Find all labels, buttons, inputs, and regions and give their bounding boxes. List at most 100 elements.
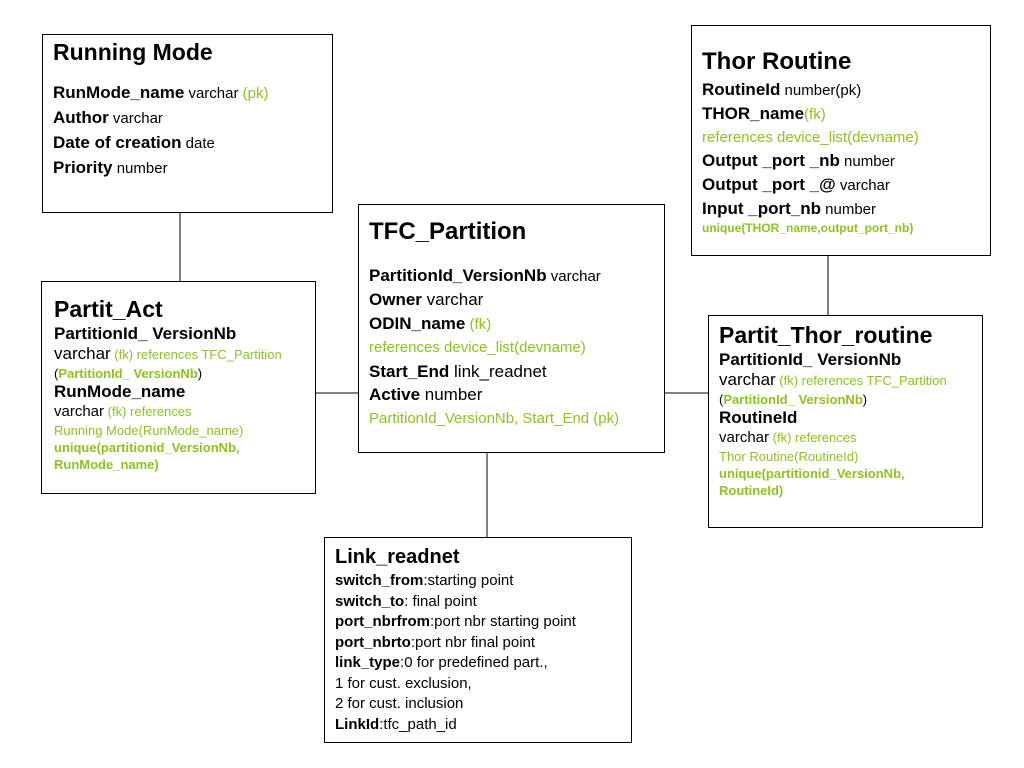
primary-key-note: PartitionId_VersionNb, Start_End (pk) (369, 409, 620, 427)
fk-tag: (fk) (804, 105, 826, 123)
entity-thor-routine: Thor Routine RoutineId number(pk) THOR_n… (691, 25, 991, 256)
field-link-type-cont: 1 for cust. exclusion, (335, 674, 472, 692)
field-routineid: RoutineId (719, 408, 798, 428)
fk-reference: (fk) references TFC_Partition (110, 347, 282, 363)
field-partitionid-versionnb: PartitionId_VersionNb varchar (369, 264, 654, 289)
field-routineid: RoutineId number(pk) (702, 78, 980, 102)
references-note: references device_list(devname) (702, 128, 919, 146)
field-runmode-name: RunMode_name varchar (pk) (53, 81, 322, 106)
field-type: varchar (54, 403, 105, 421)
pk-tag: (pk) (238, 85, 269, 103)
references-note: references device_list(devname) (369, 339, 586, 357)
field-active: Active number (369, 383, 654, 407)
fk-reference-target: Thor Routine(RoutineId) (719, 449, 859, 465)
field-name: port_nbrfrom (335, 613, 430, 630)
fk-reference: (fk) references TFC_Partition (775, 373, 947, 389)
field-type: varchar (54, 344, 111, 364)
entity-title: Partit_Thor_routine (719, 322, 933, 348)
field-type-line: varchar (fk) references TFC_Partition (54, 344, 305, 365)
field-name: port_nbrto (335, 633, 411, 651)
field-type: varchar (835, 176, 890, 194)
field-type-line: varchar (fk) references (54, 402, 305, 422)
field-date-of-creation: Date of creation date (53, 131, 322, 156)
entity-tfc-partition: TFC_Partition PartitionId_VersionNb varc… (358, 204, 665, 453)
fk-reference-target: Running Mode(RunMode_name) (54, 423, 244, 439)
field-desc: :port nbr final point (410, 633, 536, 651)
field-input-port-nb: Input _port_nb number (702, 197, 980, 221)
unique-constraint: RoutineId) (719, 483, 784, 499)
field-port-nbrfrom: port_nbrfrom:port nbr starting point (335, 612, 621, 633)
entity-title: Thor Routine (702, 48, 852, 75)
field-switch-to: switch_to: final point (335, 592, 621, 613)
field-type: number (420, 385, 483, 405)
entity-title: Partit_Act (54, 296, 163, 322)
fk-reference-target: (PartitionId_ VersionNb) (719, 392, 868, 408)
field-name: PartitionId_VersionNb (369, 265, 547, 285)
entity-title: TFC_Partition (369, 218, 527, 245)
unique-constraint: RunMode_name) (54, 457, 159, 473)
field-name: Output _port _nb (702, 150, 840, 170)
field-type: varchar (421, 290, 484, 310)
entity-partit-thor-routine: Partit_Thor_routine PartitionId_ Version… (708, 315, 983, 528)
field-name: THOR_name (702, 103, 805, 123)
field-type: date (181, 135, 215, 153)
field-type-line: varchar (fk) references (719, 428, 972, 448)
field-name: LinkId (335, 715, 380, 733)
field-partitionid-versionnb: PartitionId_ VersionNb (719, 350, 902, 370)
field-type: varchar (108, 110, 163, 128)
field-name: link_type (335, 654, 401, 671)
field-type: number (820, 200, 877, 218)
field-desc: :0 for predefined part., (400, 654, 548, 671)
field-name: Author (53, 108, 109, 128)
fk-reference: (fk) references (104, 404, 192, 420)
field-type: link_readnet (449, 361, 547, 381)
field-partitionid-versionnb: PartitionId_ VersionNb (54, 324, 237, 344)
entity-partit-act: Partit_Act PartitionId_ VersionNb varcha… (41, 281, 316, 494)
field-desc: :port nbr starting point (430, 613, 576, 630)
field-output-port-nb: Output _port _nb number (702, 149, 980, 173)
field-linkid: LinkId:tfc_path_id (335, 715, 621, 736)
field-name: Start_End (369, 361, 450, 381)
entity-running-mode: Running Mode RunMode_name varchar (pk) A… (42, 34, 333, 213)
field-switch-from: switch_from:starting point (335, 571, 621, 592)
field-name: Output _port _@ (702, 174, 836, 194)
field-desc: : final point (404, 592, 477, 610)
field-name: RunMode_name (53, 83, 185, 103)
field-runmode-name: RunMode_name (54, 382, 186, 402)
field-priority: Priority number (53, 156, 322, 181)
fk-reference-target: (PartitionId_ VersionNb) (54, 366, 203, 382)
field-type: number (839, 152, 895, 170)
fk-tag: (fk) (465, 315, 492, 333)
field-name: RoutineId (702, 79, 781, 99)
field-name: Date of creation (53, 133, 182, 153)
field-desc: :starting point (423, 572, 514, 589)
field-link-type: link_type:0 for predefined part., (335, 653, 621, 674)
field-author: Author varchar (53, 106, 322, 131)
entity-title: Running Mode (53, 39, 213, 65)
entity-title: Link_readnet (335, 546, 460, 568)
field-type: number (112, 160, 168, 178)
field-start-end: Start_End link_readnet (369, 360, 654, 384)
field-name: switch_to (335, 592, 405, 610)
field-type-line: varchar (fk) references TFC_Partition (719, 370, 972, 391)
field-name: Owner (369, 290, 422, 310)
field-name: Active (369, 385, 421, 405)
field-name: Input _port_nb (702, 198, 821, 218)
field-owner: Owner varchar (369, 288, 654, 312)
field-type: varchar (719, 370, 776, 390)
field-link-type-cont: 2 for cust. inclusion (335, 695, 464, 712)
entity-link-readnet: Link_readnet switch_from:starting point … (324, 537, 632, 743)
field-type: number(pk) (780, 81, 862, 99)
fk-reference: (fk) references (769, 430, 857, 446)
field-odin-name: ODIN_name (fk) (369, 312, 654, 337)
field-type: varchar (546, 267, 601, 285)
unique-constraint: unique(partitionid_VersionNb, (54, 440, 240, 456)
field-name: Priority (53, 158, 113, 178)
unique-constraint: unique(THOR_name,output_port_nb) (702, 220, 914, 235)
field-thor-name: THOR_name(fk) (702, 102, 980, 126)
field-type: varchar (719, 429, 770, 447)
field-port-nbrto: port_nbrto:port nbr final point (335, 633, 621, 654)
field-desc: :tfc_path_id (379, 715, 457, 733)
field-name: ODIN_name (369, 313, 466, 333)
